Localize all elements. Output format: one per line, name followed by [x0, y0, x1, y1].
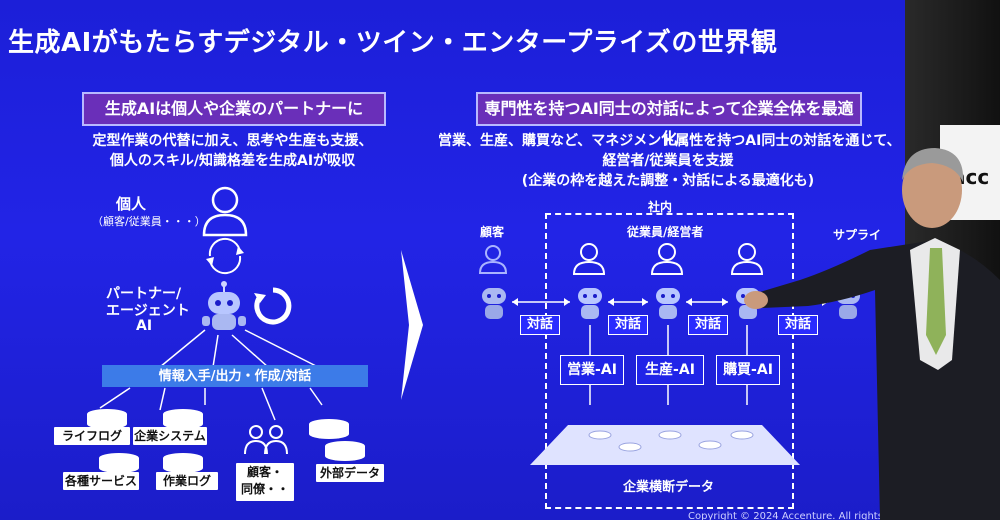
- source-enterprise-system: 企業システム: [133, 427, 207, 445]
- info-bar: 情報入手/出力・作成/対話: [102, 365, 368, 387]
- left-desc-line1: 定型作業の代替に加え、思考や生産も支援、: [92, 133, 373, 149]
- individual-person-icon: [202, 186, 248, 237]
- platform-label: 企業横断データ: [623, 480, 715, 495]
- refresh-circle-icon: [254, 287, 292, 325]
- individual-sub: （顧客/従業員・・・）: [92, 215, 206, 228]
- partner-label-2: エージェント: [106, 303, 190, 319]
- right-banner: 専門性を持つAI同士の対話によって企業全体を最適化: [476, 92, 862, 148]
- right-desc-line1: 営業、生産、購買など、マネジメント属性を持つAI同士の対話を通じて、: [438, 133, 901, 149]
- chevron-right-icon: [401, 250, 423, 400]
- cycle-arrows-icon: [206, 237, 244, 275]
- employee-person-icon: [650, 243, 684, 275]
- database-icon: [99, 453, 139, 473]
- employee-robot-icon: [656, 288, 680, 319]
- source-colleagues-line1: 顧客・: [246, 465, 283, 479]
- partner-label-3: AI: [136, 318, 153, 334]
- copyright: Copyright © 2024 Accenture. All rights r…: [688, 511, 883, 520]
- database-icon: [309, 419, 349, 439]
- partner-label-1: パートナー/: [106, 286, 182, 302]
- right-desc-line3: (企業の枠を越えた調整・対話による最適化も): [521, 173, 815, 189]
- customer-person-icon: [478, 245, 508, 274]
- data-platform: [530, 425, 800, 465]
- sales-ai-box: 営業-AI: [560, 355, 624, 385]
- employee-robot-icon: [578, 288, 602, 319]
- presentation-slide: 生成AIがもたらすデジタル・ツイン・エンタープライズの世界観 生成AIは個人や企…: [0, 0, 905, 520]
- manager-person-icon: [730, 243, 764, 275]
- customer-label: 顧客: [480, 225, 505, 239]
- dialogue-label: 対話: [608, 315, 648, 335]
- employee-person-icon: [572, 243, 606, 275]
- left-arrows: [99, 329, 323, 421]
- right-desc-line2: 経営者/従業員を支援: [602, 153, 734, 169]
- supplier-label: サプライ: [833, 228, 882, 242]
- individual-label: 個人: [116, 195, 147, 213]
- database-icon: [163, 453, 203, 473]
- source-worklog: 作業ログ: [156, 472, 218, 490]
- source-lifelog: ライフログ: [54, 427, 130, 445]
- employees-label: 従業員/経営者: [627, 225, 704, 239]
- customer-robot-icon: [482, 288, 506, 319]
- dialogue-label: 対話: [778, 315, 818, 335]
- source-services: 各種サービス: [63, 472, 139, 490]
- people-icon: [244, 425, 288, 455]
- dialogue-label: 対話: [688, 315, 728, 335]
- purchasing-ai-box: 購買-AI: [716, 355, 780, 385]
- database-icon: [325, 441, 365, 461]
- slide-title: 生成AIがもたらすデジタル・ツイン・エンタープライズの世界観: [8, 28, 778, 58]
- dialogue-label: 対話: [520, 315, 560, 335]
- left-desc-line2: 個人のスキル/知識格差を生成AIが吸収: [109, 153, 356, 169]
- presenter-figure: [744, 148, 1000, 520]
- internal-boundary: [545, 213, 794, 509]
- left-banner: 生成AIは個人や企業のパートナーに: [82, 92, 386, 126]
- source-colleagues-line2: 同僚・・: [240, 482, 289, 496]
- database-icon: [87, 409, 127, 429]
- production-ai-box: 生産-AI: [636, 355, 704, 385]
- source-external-data: 外部データ: [316, 464, 384, 482]
- database-icon: [163, 409, 203, 429]
- internal-label: 社内: [648, 200, 673, 214]
- partner-robot-icon: [202, 281, 246, 330]
- source-colleagues: 顧客・ 同僚・・: [236, 463, 294, 501]
